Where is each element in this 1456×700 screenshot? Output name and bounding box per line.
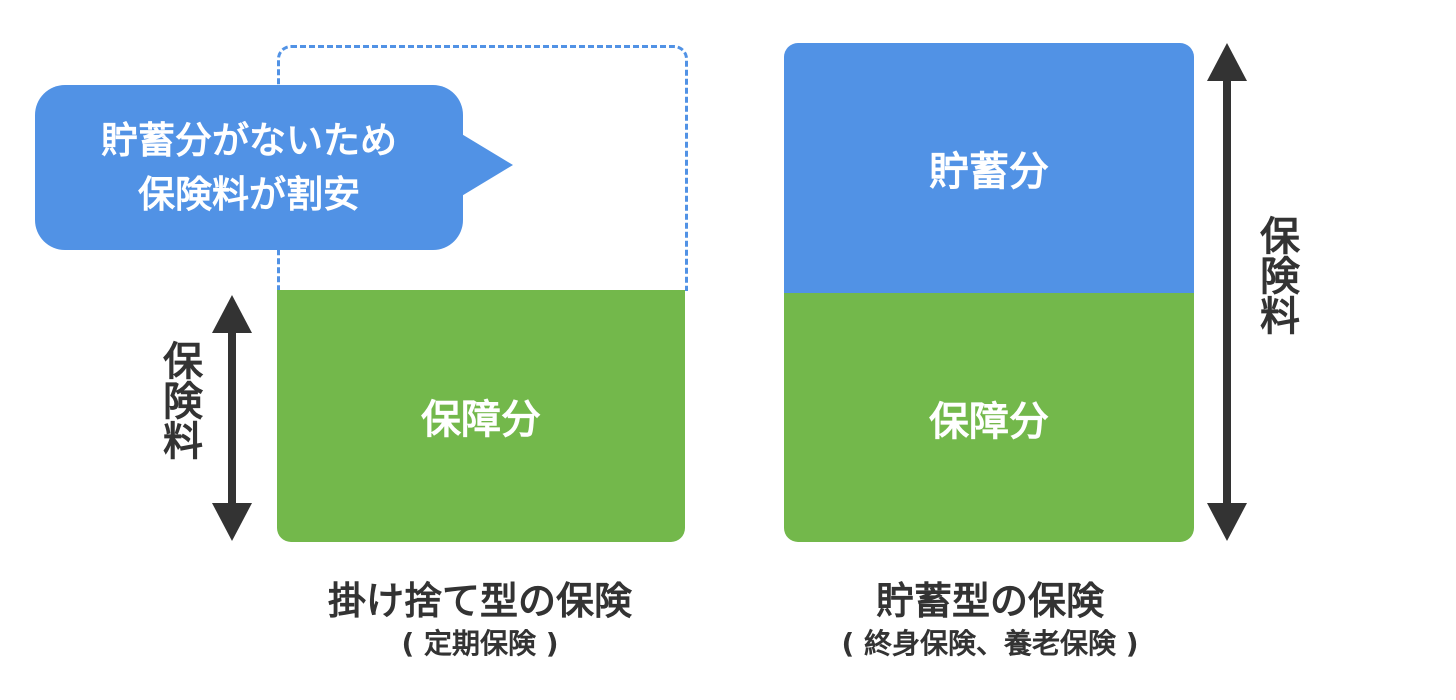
right-savings-label: 貯蓄分 — [929, 149, 1049, 195]
right-savings-block: 貯蓄分 — [784, 43, 1194, 293]
right-coverage-label: 保障分 — [929, 398, 1049, 445]
speech-bubble: 貯蓄分がないため 保険料が割安 — [35, 85, 463, 250]
left-premium-arrow-icon — [212, 295, 252, 541]
left-coverage-label: 保障分 — [421, 397, 541, 443]
bubble-line-1: 貯蓄分がないため — [101, 118, 397, 162]
right-coverage-block: 保障分 — [784, 293, 1194, 542]
bubble-tail — [455, 130, 513, 200]
left-premium-label: 保険料 — [156, 340, 202, 460]
right-premium-label: 保険料 — [1253, 215, 1299, 335]
left-coverage-block: 保障分 — [277, 290, 685, 542]
right-subtitle: ( 終身保険、養老保険 ) — [841, 627, 1139, 660]
bubble-line-2: 保険料が割安 — [138, 172, 360, 216]
right-premium-arrow-icon — [1207, 43, 1247, 541]
right-title: 貯蓄型の保険 — [875, 579, 1104, 623]
left-title: 掛け捨て型の保険 — [327, 579, 632, 623]
left-subtitle: ( 定期保険 ) — [401, 627, 559, 660]
